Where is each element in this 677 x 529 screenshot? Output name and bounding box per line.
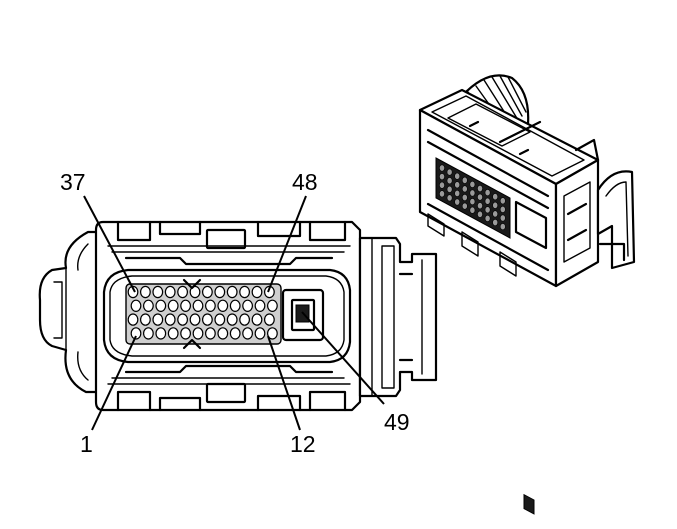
pin-cavity bbox=[155, 327, 167, 340]
pin-cavity bbox=[142, 327, 154, 340]
pin-cavity bbox=[254, 299, 266, 312]
pin-cavity bbox=[164, 285, 176, 299]
pin-cavity bbox=[192, 327, 204, 340]
connector-front-view bbox=[38, 220, 438, 412]
pin-cavity bbox=[201, 285, 213, 299]
pin-cavity bbox=[201, 313, 213, 326]
pin-cavity bbox=[177, 313, 189, 326]
pin-cavity bbox=[214, 285, 226, 299]
pin-cavity bbox=[152, 285, 164, 299]
connector-isometric-view bbox=[418, 74, 636, 515]
iso-pin-cavity bbox=[499, 214, 506, 222]
iso-pin-cavity bbox=[492, 210, 499, 218]
pin-cavity bbox=[189, 313, 201, 326]
iso-pin-cavity bbox=[499, 223, 506, 231]
pin-cavity bbox=[229, 327, 241, 340]
pin-cavity bbox=[180, 327, 192, 340]
pin-cavity bbox=[164, 313, 176, 326]
pin-cavity bbox=[217, 299, 229, 312]
iso-pin-cavity bbox=[499, 197, 506, 205]
iso-pin-cavity bbox=[461, 176, 468, 184]
iso-pin-cavity bbox=[469, 206, 476, 214]
iso-pin-cavity bbox=[469, 198, 476, 206]
label-pin-49: 49 bbox=[384, 409, 410, 435]
pin-cavity bbox=[180, 299, 192, 312]
pin-cavity bbox=[226, 313, 238, 326]
pin-cavity bbox=[251, 285, 263, 299]
iso-pin-cavity bbox=[477, 202, 483, 210]
iso-pin-cavity bbox=[492, 201, 499, 209]
leader-12 bbox=[267, 335, 301, 431]
iso-pin-cavity bbox=[446, 177, 453, 185]
pin-cavity bbox=[139, 285, 151, 299]
iso-pin-cavity bbox=[484, 214, 491, 222]
iso-pin-cavity bbox=[461, 194, 468, 202]
pin-cavity bbox=[130, 299, 142, 312]
pin-cavity bbox=[242, 299, 254, 312]
pin-cavity bbox=[217, 327, 229, 340]
pin-cavity bbox=[177, 285, 189, 299]
pin-cavity bbox=[267, 299, 278, 312]
pin-cavity bbox=[142, 299, 154, 312]
iso-pin-cavity bbox=[484, 206, 491, 214]
pin-cavity bbox=[204, 299, 216, 312]
pin-cavity bbox=[267, 327, 278, 340]
label-pin-48: 48 bbox=[292, 169, 318, 195]
leader-37 bbox=[83, 195, 136, 293]
pin-cavity bbox=[167, 299, 179, 312]
pin-cavity bbox=[204, 327, 216, 340]
pin-cavity bbox=[242, 327, 254, 340]
pin-cavity bbox=[127, 313, 139, 326]
leader-1 bbox=[91, 335, 137, 431]
iso-pin-cavity bbox=[439, 173, 445, 181]
pin-cavity bbox=[167, 327, 179, 340]
iso-pin-cavity bbox=[484, 189, 491, 197]
label-pin-1: 1 bbox=[80, 431, 93, 457]
iso-pin-cavity bbox=[461, 185, 468, 193]
label-pin-37: 37 bbox=[60, 169, 86, 195]
pin-cavity bbox=[229, 299, 241, 312]
pin-cavity bbox=[254, 327, 266, 340]
pin-cavity bbox=[152, 313, 164, 326]
pin-cavity bbox=[226, 285, 238, 299]
pin-cavity bbox=[239, 285, 251, 299]
iso-pin-cavity bbox=[446, 194, 453, 202]
iso-pin-cavity bbox=[454, 198, 461, 206]
iso-pin-cavity bbox=[454, 189, 461, 197]
iso-pin-cavity bbox=[469, 180, 476, 188]
label-pin-12: 12 bbox=[290, 431, 316, 457]
iso-pin-cavity bbox=[492, 193, 499, 201]
iso-pin-cavity bbox=[446, 185, 453, 193]
iso-pin-cavity bbox=[469, 189, 476, 197]
pin-cavity bbox=[264, 313, 275, 326]
iso-pin-cavity bbox=[484, 197, 491, 205]
iso-pin-cavity bbox=[446, 168, 453, 176]
iso-pin-cavity bbox=[439, 190, 445, 198]
leader-49 bbox=[301, 311, 385, 405]
iso-pin-cavity bbox=[439, 164, 445, 172]
iso-pin-cavity bbox=[492, 219, 499, 227]
iso-pin-cavity bbox=[454, 172, 461, 180]
iso-pin-cavity bbox=[477, 210, 483, 218]
pin-cavity bbox=[214, 313, 226, 326]
pin-cavity bbox=[192, 299, 204, 312]
pin-cavity bbox=[139, 313, 151, 326]
pin-cavity bbox=[239, 313, 251, 326]
iso-pin-cavity bbox=[439, 181, 445, 189]
pin-cavity bbox=[130, 327, 142, 340]
pin-cavity bbox=[251, 313, 263, 326]
leader-lines bbox=[83, 195, 385, 431]
pin-cavity-grid bbox=[127, 285, 278, 340]
iso-pin-cavity bbox=[477, 185, 483, 193]
pin-cavity bbox=[155, 299, 167, 312]
iso-pin-cavity bbox=[499, 205, 506, 213]
iso-pin-cavity bbox=[477, 193, 483, 201]
iso-pin-cavity-grid bbox=[439, 164, 506, 231]
iso-pin-cavity bbox=[461, 202, 468, 210]
iso-pin-cavity bbox=[454, 181, 461, 189]
leader-48 bbox=[267, 195, 307, 293]
